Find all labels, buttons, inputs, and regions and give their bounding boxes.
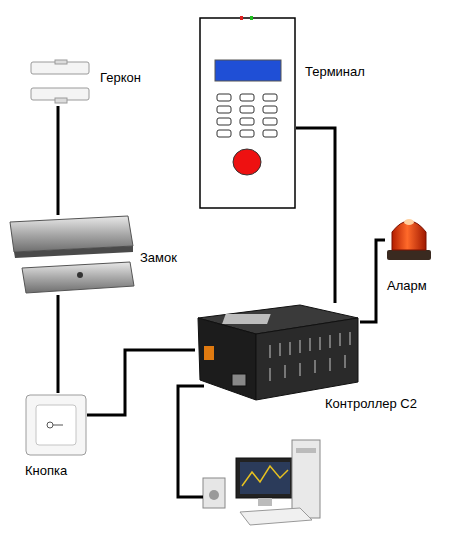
- alarm-beacon: [387, 219, 431, 260]
- cable: [296, 128, 335, 303]
- key-symbol: [47, 422, 53, 428]
- led: [240, 16, 243, 20]
- controller-box: [198, 305, 358, 400]
- screen-graph: [242, 466, 288, 486]
- controller-sticker: [222, 314, 271, 324]
- cable: [360, 240, 385, 322]
- button-key: [36, 405, 76, 445]
- terminal-case: [200, 18, 295, 208]
- cable-line: [360, 240, 385, 322]
- reed-switch: [31, 60, 89, 103]
- reed-tab: [55, 98, 67, 103]
- pc-tower: [292, 440, 320, 518]
- controller-side: [256, 318, 358, 400]
- reed-tab: [55, 60, 67, 64]
- lock-body-side: [14, 246, 133, 258]
- device-label: Геркон: [100, 70, 141, 86]
- alarm-node: Аларм: [385, 212, 433, 262]
- device-label: Кнопка: [25, 463, 67, 479]
- terminal: [200, 16, 295, 208]
- card-reader: [233, 149, 261, 175]
- device-label: Замок: [140, 250, 177, 266]
- pc-cable: [178, 386, 204, 497]
- terminal-screen: [215, 60, 281, 81]
- device-label: Контроллер С2: [325, 396, 417, 412]
- ethernet-port: [232, 374, 246, 386]
- cable-line: [57, 295, 60, 393]
- speaker-cone: [209, 490, 219, 500]
- device-label: Аларм: [387, 278, 427, 294]
- speaker: [203, 478, 225, 508]
- cable: [58, 295, 59, 393]
- drive-bay: [296, 448, 316, 453]
- lock-node: Замок: [8, 215, 136, 295]
- computer: [203, 440, 320, 525]
- beacon-shine: [404, 219, 414, 225]
- vents: [270, 332, 350, 381]
- cable-line: [87, 350, 195, 415]
- magnetic-lock: [10, 216, 134, 293]
- button-plate: [26, 395, 86, 455]
- key-symbol: [53, 425, 63, 426]
- keyboard: [240, 508, 312, 525]
- lock-body: [10, 216, 133, 252]
- controller-node: Контроллер С2: [195, 303, 360, 400]
- cable: [58, 106, 59, 215]
- led: [250, 16, 253, 20]
- beacon-base: [387, 250, 431, 260]
- cable: [87, 350, 195, 415]
- terminal-block: [204, 346, 214, 360]
- lock-screw: [77, 272, 83, 278]
- monitor: [236, 458, 294, 498]
- lock-plate: [22, 262, 134, 293]
- device-label: Терминал: [305, 64, 365, 80]
- reed-switch-node: Геркон: [30, 58, 90, 106]
- button-node: Кнопка: [25, 393, 87, 457]
- cable-line: [296, 128, 335, 303]
- keypad: [217, 94, 277, 137]
- monitor-screen: [240, 462, 290, 494]
- beacon-dome: [392, 221, 426, 250]
- terminal-node: Терминал: [200, 18, 296, 208]
- monitor-stand: [258, 498, 272, 506]
- exit-button: [26, 395, 86, 455]
- cable-line: [57, 106, 60, 215]
- controller-front: [198, 318, 256, 400]
